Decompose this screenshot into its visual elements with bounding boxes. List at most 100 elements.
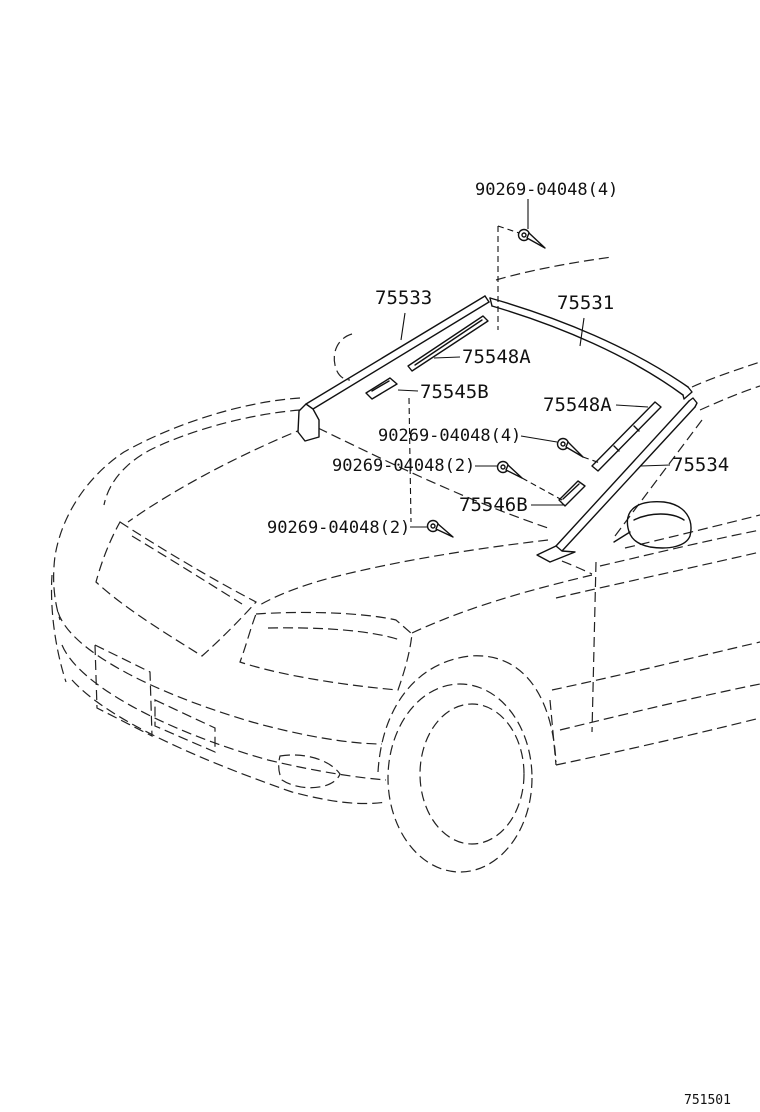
leader-molding-left (400, 312, 406, 341)
strip-left-inner-line (414, 319, 483, 366)
headlight (239, 611, 413, 691)
connector-piece-left-to-lower-clip (408, 397, 412, 523)
front-door-edge (591, 561, 597, 733)
connector-top-clip-horizontal (497, 225, 520, 234)
headlight-inner-line (267, 627, 401, 641)
label-molding-left[interactable]: 75533 (375, 287, 432, 309)
lower-air-intake (154, 699, 216, 753)
mirror-inner-line (633, 513, 685, 521)
clip-middle[interactable] (556, 437, 584, 458)
label-clip-middle[interactable]: 90269-04048(4) (378, 426, 521, 446)
leader-strip-right (615, 404, 649, 408)
figure-code: 751501 (684, 1093, 731, 1108)
windshield-molding-left[interactable] (297, 295, 490, 442)
strip-right-mark-1 (613, 445, 620, 452)
strip-right-body (591, 401, 662, 472)
fender-rear-edge (549, 699, 557, 766)
left-side-mirror (333, 333, 353, 381)
clip-upper-left-shaft (505, 464, 523, 479)
front-grille-inner-line (131, 535, 243, 605)
front-bumper-lower-line (71, 679, 387, 805)
clip-middle-shaft (565, 441, 584, 458)
molding-right-inner-line (561, 406, 696, 552)
clip-lower-head-center (430, 523, 436, 529)
label-piece-left[interactable]: 75545B (420, 381, 489, 403)
side-crease-lower (559, 683, 760, 731)
piece-left-body (365, 377, 398, 400)
left-fender-outer-edge (53, 397, 301, 621)
front-wheel-rim (419, 703, 525, 845)
roof-right-edge (691, 361, 760, 388)
rocker-panel-line (555, 717, 760, 766)
molding-right-top-cap (688, 397, 698, 408)
retainer-piece-right[interactable] (558, 480, 586, 507)
molding-left-outer-line (305, 295, 486, 405)
molding-right-bottom-bracket (536, 545, 576, 563)
mirror-base (613, 531, 631, 543)
hood-right-edge (257, 539, 549, 607)
windshield-molding-right[interactable] (536, 397, 698, 563)
leader-strip-left (433, 356, 461, 359)
leader-molding-right (640, 464, 671, 467)
label-piece-right[interactable]: 75546B (459, 494, 528, 516)
right-beltline (624, 514, 760, 549)
molding-right-outer-line (555, 400, 690, 547)
right-lower-beltline (599, 529, 760, 567)
connector-clip-to-strip-right (582, 456, 601, 464)
piece-right-inner-line (562, 483, 580, 500)
label-clip-top[interactable]: 90269-04048(4) (475, 180, 618, 200)
windshield-molding-top[interactable] (489, 297, 693, 400)
clip-upper-left[interactable] (496, 460, 523, 479)
retainer-piece-left[interactable] (365, 377, 398, 400)
clip-top-head-center (521, 232, 527, 238)
molding-top-right-cap (682, 386, 693, 400)
windshield-base-line (317, 427, 549, 529)
label-molding-top[interactable]: 75531 (557, 292, 614, 314)
right-fender-line (411, 574, 593, 634)
front-bumper-middle-line (61, 644, 387, 781)
clip-upper-left-head-center (500, 464, 506, 470)
hood-crease (127, 427, 306, 523)
molding-left-top-cap (484, 295, 490, 303)
side-crease-upper (555, 551, 760, 599)
front-bumper-upper-line (57, 611, 383, 745)
clip-top[interactable] (517, 228, 546, 249)
retainer-strip-left[interactable] (407, 315, 489, 372)
label-strip-right[interactable]: 75548A (543, 394, 612, 416)
leader-clip-middle (520, 435, 558, 443)
piece-left-inner-line (371, 380, 390, 392)
roof-right-inner-edge (699, 385, 760, 411)
car-body-outline (50, 256, 760, 873)
clip-lower-shaft (435, 523, 454, 538)
clip-middle-head-center (560, 441, 566, 447)
part-labels: 90269-04048(4) 75533 75531 75548A 75545B… (267, 180, 729, 538)
label-strip-left[interactable]: 75548A (462, 346, 531, 368)
connector-clip-to-piece-right (521, 477, 563, 501)
leader-piece-left (397, 389, 419, 392)
right-side-mirror (613, 501, 692, 549)
retainer-strip-right[interactable] (591, 401, 662, 472)
label-clip-upper-left[interactable]: 90269-04048(2) (332, 456, 475, 476)
roof-front-edge (495, 256, 613, 281)
license-plate (94, 644, 153, 737)
molding-top-inner-line (491, 305, 684, 396)
label-molding-right[interactable]: 75534 (672, 454, 729, 476)
molding-top-outer-line (489, 297, 689, 388)
molding-left-bracket (297, 403, 320, 442)
strip-right-mark-2 (633, 425, 640, 432)
label-clip-lower[interactable]: 90269-04048(2) (267, 518, 410, 538)
front-tire (387, 683, 533, 873)
leader-molding-top (579, 317, 585, 347)
assembly-connectors (408, 225, 601, 523)
front-grille (95, 521, 257, 657)
fog-light (278, 754, 341, 789)
molding-left-inner-line (312, 301, 490, 410)
bumper-left-corner (50, 574, 67, 683)
molding-top-left-cap (489, 297, 493, 307)
piece-right-body (558, 480, 586, 507)
clip-top-shaft (526, 232, 546, 249)
hood-rear-left-edge (103, 409, 301, 506)
leader-lines (397, 199, 671, 528)
clip-lower[interactable] (426, 519, 454, 538)
